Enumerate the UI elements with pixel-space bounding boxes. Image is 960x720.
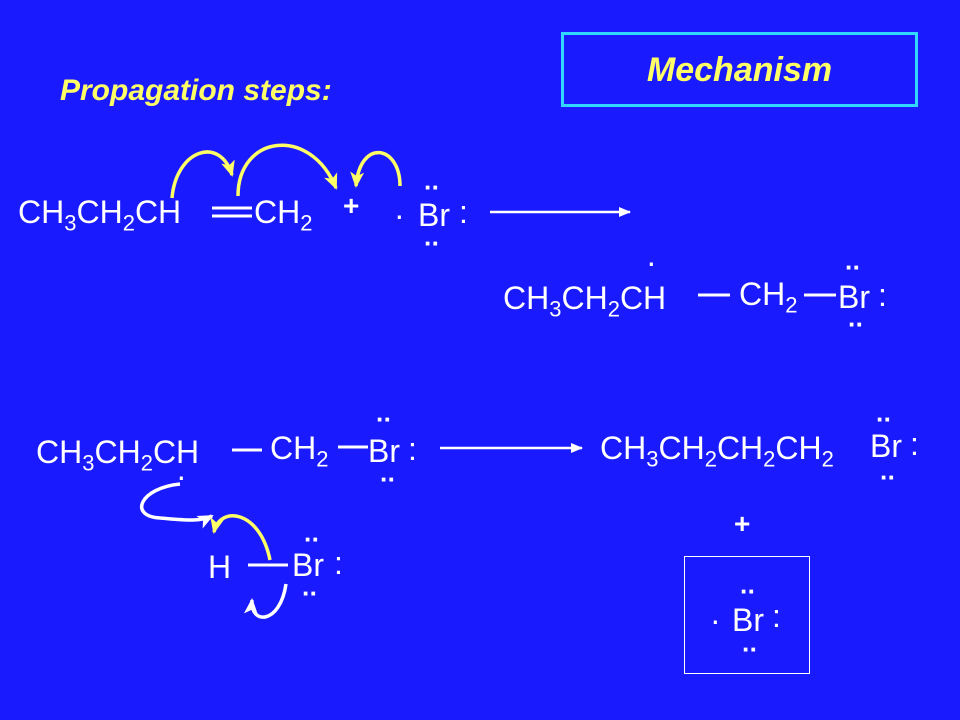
step2-br-colon: : — [408, 431, 417, 467]
fishhook-arrow-3 — [350, 150, 402, 188]
step1-br-lone-pair-top: ·· — [424, 172, 440, 202]
step1-br-radical-dot: · — [394, 197, 405, 233]
title-box: Mechanism — [561, 32, 918, 107]
step1-plus: + — [343, 190, 360, 221]
step2-product: CH3CH2CH2CH2 — [600, 430, 834, 472]
boxed-br-colon: : — [772, 598, 781, 634]
step1-br-colon: : — [459, 194, 468, 230]
fishhook-arrow-4 — [140, 482, 214, 529]
step2-hbr-colon: : — [334, 545, 343, 581]
page-title: Mechanism — [646, 51, 833, 89]
step1-alkene-left: CH3CH2CH — [18, 194, 182, 236]
step1-product-br-colon: : — [878, 277, 887, 313]
step2-hbr-lone-pair-top: ·· — [304, 524, 320, 554]
section-subtitle: Propagation steps: — [60, 74, 332, 107]
boxed-br-radical-dot: · — [710, 602, 721, 638]
step1-alkene-right: CH2 — [254, 194, 313, 236]
step2-product-br-lone-pair-bottom: ·· — [880, 462, 896, 492]
step2-radical-dot: · — [176, 458, 187, 494]
step1-product-radical-dot: · — [646, 244, 657, 280]
step2-product-br-colon: : — [910, 426, 919, 462]
fishhook-arrow-1 — [170, 150, 235, 199]
step2-hydrogen: H — [208, 549, 232, 585]
step2-plus: + — [734, 508, 751, 539]
step2-hbr-br: Br — [292, 547, 324, 583]
step1-product-right: CH2 — [739, 276, 798, 318]
boxed-br: Br — [732, 602, 764, 638]
step1-product-br: Br — [838, 279, 870, 315]
step2-product-br-lone-pair-top: ·· — [876, 404, 892, 434]
fishhook-arrow-2 — [236, 143, 338, 197]
step2-br: Br — [368, 433, 400, 469]
step2-radical-left: CH3CH2CH — [36, 434, 200, 476]
boxed-br-lone-pair-bottom: ·· — [742, 634, 758, 664]
step1-product-br-lone-pair-top: ·· — [845, 252, 861, 282]
step2-br-lone-pair-bottom: ·· — [380, 464, 396, 494]
fishhook-arrow-5 — [210, 514, 272, 561]
step2-br-lone-pair-top: ·· — [376, 404, 392, 434]
boxed-br-lone-pair-top: ·· — [740, 576, 756, 606]
step1-product-left: CH3CH2CH — [503, 280, 667, 322]
step1-br-lone-pair-bottom: ·· — [424, 228, 440, 258]
step1-product-br-lone-pair-bottom: ·· — [848, 309, 864, 339]
step1-br-symbol: Br — [418, 197, 450, 233]
step2-radical-right: CH2 — [270, 430, 329, 472]
fishhook-arrow-6 — [243, 583, 288, 619]
step2-product-br: Br — [870, 428, 902, 464]
step2-hbr-lone-pair-bottom: ·· — [302, 578, 318, 608]
br-radical-box — [684, 556, 810, 674]
